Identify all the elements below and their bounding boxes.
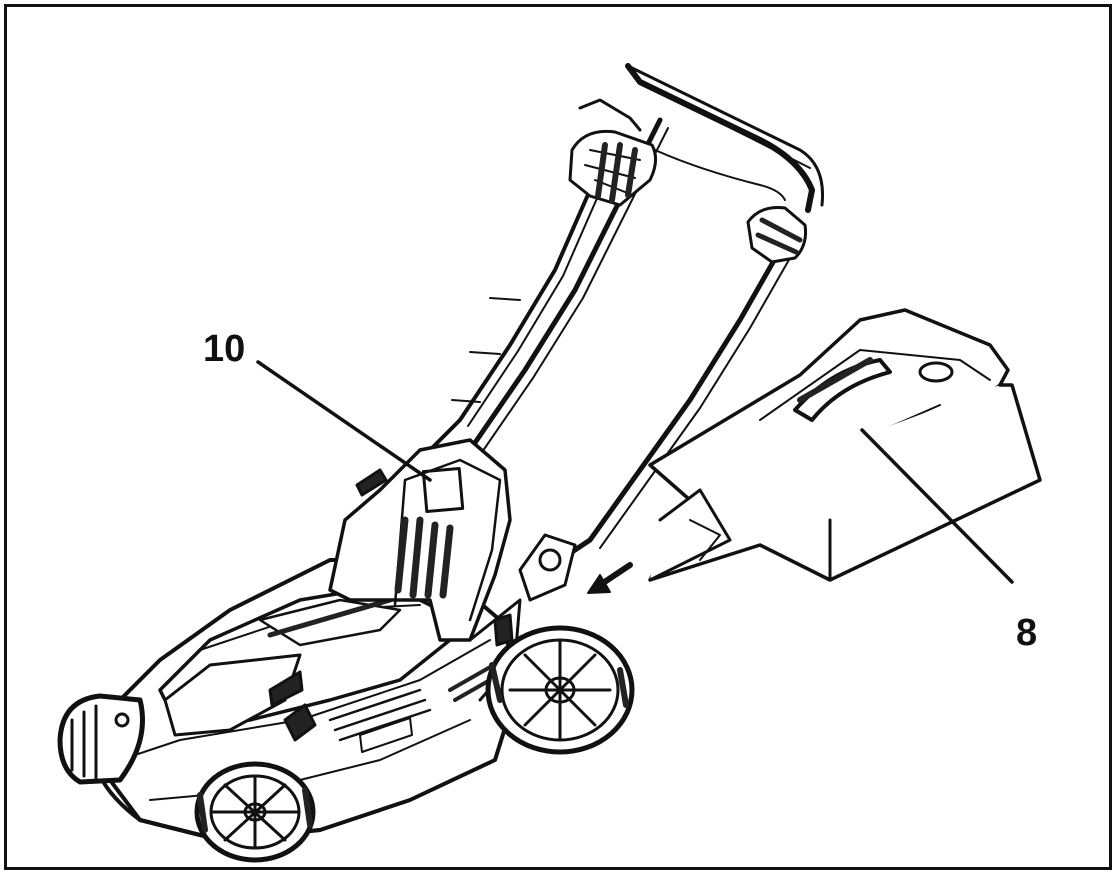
handle	[428, 63, 825, 563]
grass-catcher	[648, 308, 1042, 582]
callout-label-10: 10	[203, 328, 246, 370]
leader-lines	[256, 360, 1014, 584]
wheel-front-left	[57, 693, 145, 785]
handle-knob-right	[746, 206, 807, 264]
wheel-rear-right	[485, 625, 635, 755]
insert-direction-arrow-icon	[587, 562, 633, 594]
wheel-front-right	[194, 761, 316, 863]
callout-label-8: 8	[1016, 612, 1038, 654]
lower-handle-frame	[328, 438, 512, 642]
handle-knob-left	[568, 129, 657, 207]
